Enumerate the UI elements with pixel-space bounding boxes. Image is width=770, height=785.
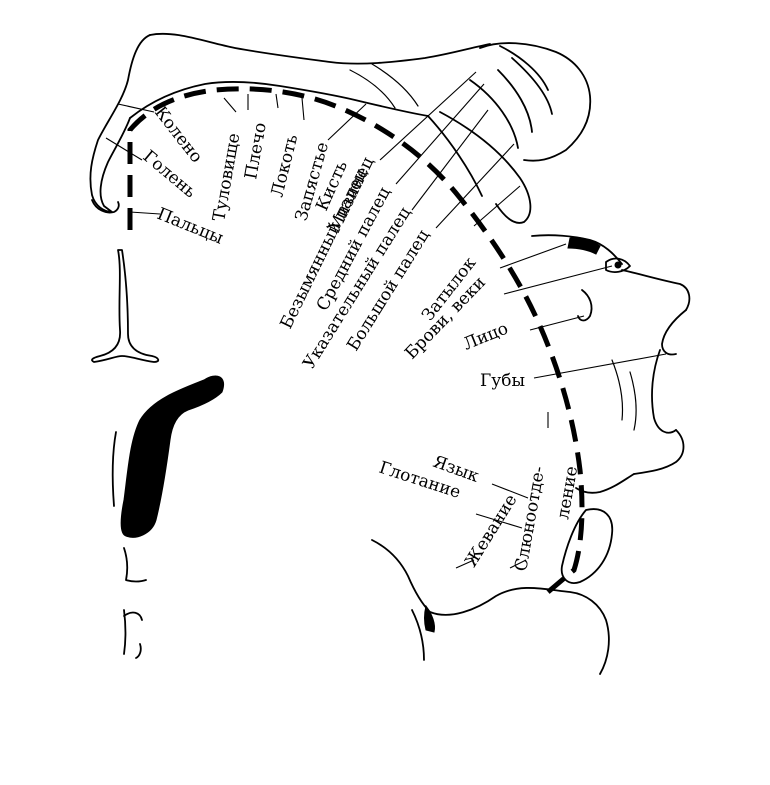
finger-3 bbox=[497, 69, 533, 133]
section-3 bbox=[123, 547, 147, 583]
tongue-shape bbox=[560, 508, 614, 584]
leader-index bbox=[435, 143, 515, 229]
leader-shin bbox=[105, 137, 143, 161]
leader-trunk bbox=[223, 97, 237, 113]
leader-lines bbox=[105, 71, 667, 569]
throat-outline bbox=[371, 539, 610, 675]
cortex-arc bbox=[127, 86, 585, 594]
leader-elbow bbox=[275, 93, 279, 109]
eyebrow-stipple bbox=[567, 237, 601, 255]
section-2 bbox=[120, 375, 224, 538]
leader-tongue bbox=[491, 483, 529, 499]
leader-saliva-2 bbox=[509, 559, 527, 569]
leader-hand bbox=[327, 103, 367, 141]
foot-toes bbox=[91, 199, 120, 214]
eye-pupil bbox=[614, 261, 622, 269]
section-2-left-line bbox=[111, 431, 117, 507]
homunculus-body bbox=[89, 32, 691, 675]
throat-inner bbox=[411, 609, 425, 661]
label-lips: Губы bbox=[480, 371, 525, 391]
cortex-arc-upper bbox=[127, 86, 585, 594]
leader-brows bbox=[503, 265, 613, 295]
cheek-line bbox=[629, 371, 637, 431]
finger-2 bbox=[511, 57, 553, 115]
leader-ring bbox=[395, 83, 485, 185]
thumb-outline bbox=[439, 111, 532, 224]
throat-shade bbox=[424, 604, 435, 633]
label-shoulder: Плечо bbox=[241, 121, 271, 181]
finger-4 bbox=[469, 79, 519, 149]
trunk-outline bbox=[149, 32, 491, 65]
nose-outline bbox=[621, 269, 691, 311]
ear bbox=[577, 289, 593, 322]
leader-knee bbox=[117, 103, 155, 113]
leader-face bbox=[529, 315, 585, 331]
cortex-sections bbox=[91, 249, 224, 659]
label-face: Лицо bbox=[460, 319, 511, 355]
leader-wrist bbox=[301, 97, 305, 121]
label-elbow: Локоть bbox=[267, 132, 302, 199]
leader-thumb bbox=[473, 185, 521, 227]
thumb-base bbox=[427, 115, 483, 197]
trunk-lower-outline bbox=[129, 80, 429, 119]
leg-outline bbox=[89, 34, 151, 213]
arm-wrinkle bbox=[349, 69, 396, 109]
mouth-inner bbox=[651, 349, 677, 434]
label-saliva-1: Слюноотде- bbox=[511, 465, 549, 573]
cheek-line bbox=[611, 359, 624, 421]
leader-middle bbox=[411, 109, 489, 211]
leader-toes bbox=[129, 211, 161, 215]
leader-little bbox=[379, 71, 477, 161]
leader-chew bbox=[455, 559, 475, 569]
leader-neck bbox=[499, 243, 567, 269]
chin-jaw bbox=[575, 473, 635, 494]
arm-wrinkle bbox=[371, 63, 419, 107]
lower-lip bbox=[633, 429, 685, 475]
leader-lips bbox=[533, 353, 667, 379]
finger-1 bbox=[499, 45, 549, 91]
upper-lip bbox=[661, 309, 687, 356]
eye-outline bbox=[605, 257, 631, 273]
label-saliva-2: ление bbox=[553, 465, 582, 521]
section-1 bbox=[91, 249, 160, 363]
leader-swallow bbox=[475, 513, 523, 529]
label-trunk: Туловище bbox=[209, 132, 244, 223]
hand-outline bbox=[479, 42, 592, 162]
section-4 bbox=[123, 609, 143, 659]
